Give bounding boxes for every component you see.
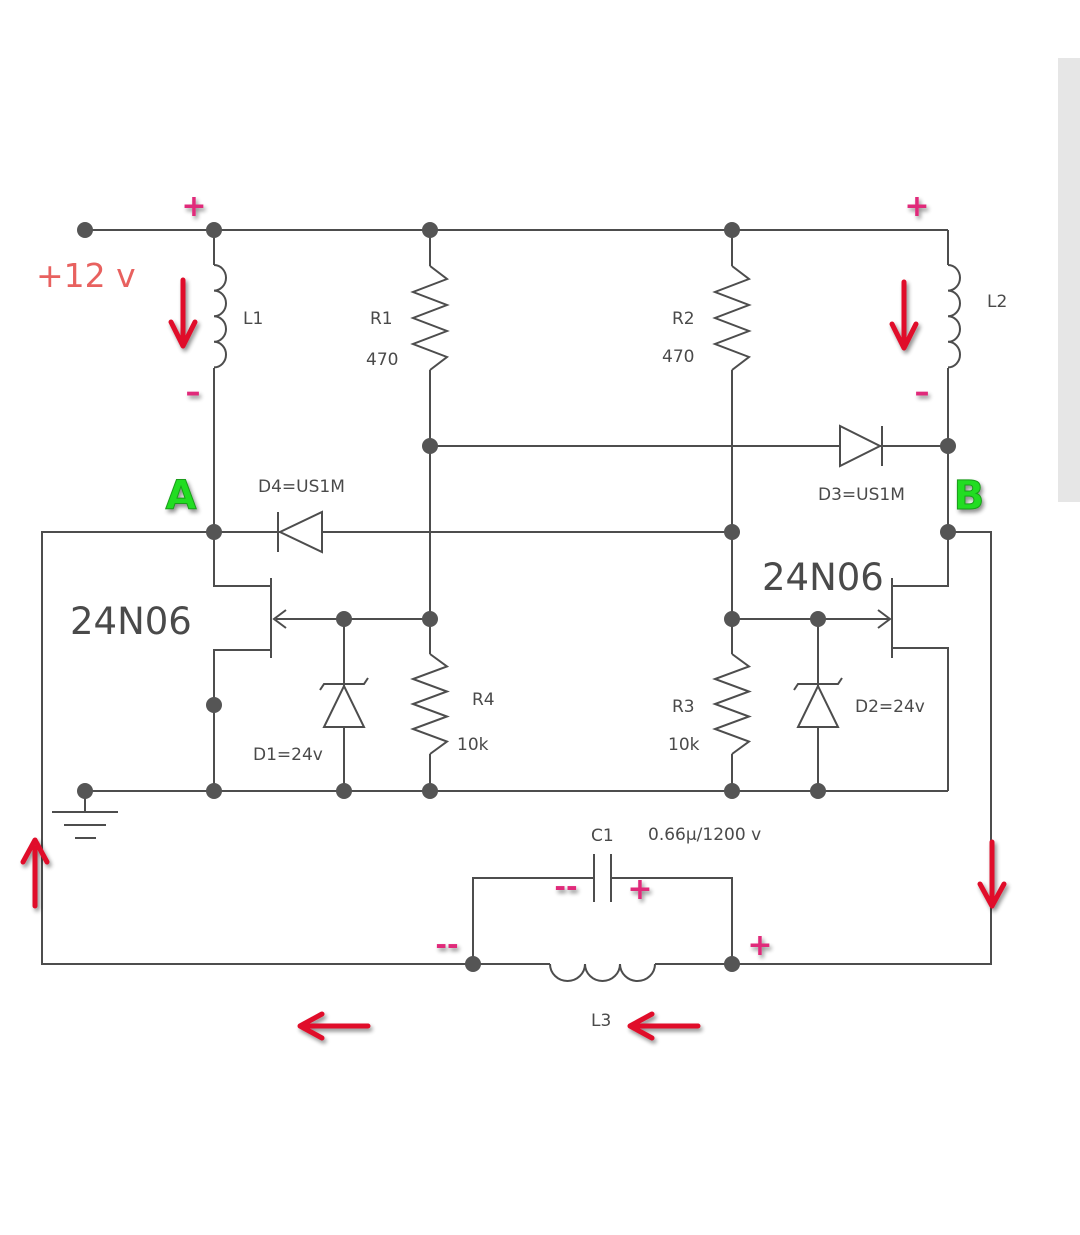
- c1-name: C1: [591, 826, 614, 846]
- arrow-left-icon: [297, 1011, 371, 1041]
- capacitor-c1: [593, 854, 612, 902]
- zener-diode-d1: [319, 677, 369, 728]
- d3-label: D3=US1M: [818, 485, 905, 505]
- r4-name: R4: [472, 690, 495, 710]
- polarity-minus-c1: --: [554, 870, 577, 903]
- diode-d4: [277, 510, 323, 554]
- d1-label: D1=24v: [253, 745, 323, 765]
- current-arrows: [20, 277, 1007, 1041]
- resistor-r3: [712, 653, 752, 755]
- polarity-minus-l1: –: [186, 375, 201, 410]
- node-a-label: A: [166, 473, 197, 519]
- arrow-down-icon: [977, 839, 1007, 909]
- polarity-plus-top-right: +: [904, 189, 929, 224]
- d2-label: D2=24v: [855, 697, 925, 717]
- inductor-l1: [213, 264, 227, 369]
- polarity-plus-top-left: +: [181, 189, 206, 224]
- r1-value: 470: [366, 350, 398, 370]
- junction-dots: [77, 222, 956, 972]
- resistor-r4: [410, 653, 450, 755]
- polarity-minus-l3: --: [435, 928, 458, 961]
- q1-label: 24N06: [70, 600, 192, 643]
- l3-label: L3: [591, 1011, 611, 1031]
- polarity-plus-c1: +: [627, 872, 652, 907]
- resistor-r2: [712, 265, 752, 371]
- node-b-label: B: [954, 473, 985, 519]
- ground-icon: [52, 791, 118, 839]
- zener-diode-d2: [793, 677, 843, 728]
- c1-value: 0.66μ/1200 v: [648, 825, 761, 845]
- arrow-up-icon: [20, 837, 50, 909]
- scrollbar[interactable]: [1058, 58, 1080, 502]
- arrow-down-icon: [889, 279, 919, 351]
- r2-value: 470: [662, 347, 694, 367]
- d4-label: D4=US1M: [258, 477, 345, 497]
- l2-label: L2: [987, 292, 1007, 312]
- arrow-left-icon: [627, 1011, 701, 1041]
- r1-name: R1: [370, 309, 393, 329]
- l1-label: L1: [243, 309, 263, 329]
- supply-voltage-label: +12 v: [36, 256, 136, 295]
- r3-name: R3: [672, 697, 695, 717]
- r4-value: 10k: [457, 735, 489, 755]
- diode-d3: [839, 424, 883, 468]
- r3-value: 10k: [668, 735, 700, 755]
- arrow-down-icon: [168, 277, 198, 349]
- q2-label: 24N06: [762, 556, 884, 599]
- polarity-minus-l2: –: [915, 375, 930, 410]
- r2-name: R2: [672, 309, 695, 329]
- transistor-q2: [877, 578, 893, 658]
- resistor-r1: [410, 265, 450, 371]
- inductor-l3: [549, 963, 656, 982]
- transistor-q1: [270, 578, 287, 658]
- inductor-l2: [947, 264, 961, 369]
- polarity-plus-l3: +: [747, 928, 772, 963]
